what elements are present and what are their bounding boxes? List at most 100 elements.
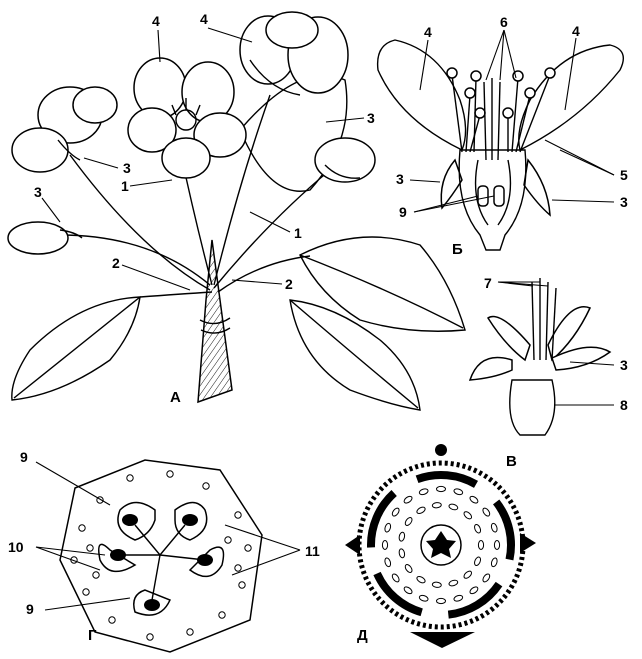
leaf-right-upper — [300, 237, 465, 331]
vascular-bundle-dot — [127, 475, 133, 481]
stamen-oval — [463, 510, 473, 520]
stamen-oval — [432, 502, 441, 508]
stamen-oval — [473, 556, 481, 566]
stamen-oval — [478, 541, 483, 550]
panel-d-floral-diagram: Д — [345, 444, 536, 648]
styles-v — [532, 278, 556, 360]
label-a-3-left-mid: 3 — [123, 160, 131, 176]
label-g-11: 11 — [305, 543, 320, 559]
label-b-4-right: 4 — [572, 23, 580, 39]
stamen-oval — [482, 573, 491, 583]
stamen-oval — [453, 488, 463, 496]
label-v-8: 8 — [620, 397, 628, 413]
stamen-oval — [437, 486, 446, 491]
ovule-left — [478, 186, 488, 206]
flower-top-right — [240, 12, 348, 95]
label-g-9-bottom: 9 — [26, 601, 34, 617]
vascular-bundle-dot — [245, 545, 251, 551]
vascular-bundle-dot — [167, 471, 173, 477]
vascular-bundle-dot — [83, 589, 89, 595]
stamen-oval — [473, 524, 481, 534]
ovary-receptacle — [510, 380, 555, 435]
stamen-oval — [384, 523, 392, 533]
label-b-9: 9 — [399, 204, 407, 220]
stamen-oval — [391, 573, 400, 583]
stamen-oval — [482, 507, 491, 517]
styles-group — [484, 78, 500, 160]
label-g-9-top: 9 — [20, 449, 28, 465]
panel-v-flower-detail: 7 3 8 В — [470, 275, 628, 470]
stamen-oval — [403, 586, 413, 595]
sepal-v-back-left — [488, 317, 530, 360]
flower-top-center — [128, 58, 246, 178]
panel-a-flowering-branch: 4 4 3 3 3 1 1 2 2 А — [8, 11, 465, 410]
stamen-oval — [463, 570, 473, 580]
stamen-oval — [494, 541, 499, 550]
vascular-bundle-dot — [225, 537, 231, 543]
vascular-bundle-dot — [187, 629, 193, 635]
stamen-oval — [404, 563, 413, 573]
stamen-oval — [403, 495, 413, 504]
petal-arc — [496, 502, 511, 560]
panel-b-leader-lines — [410, 30, 614, 212]
vascular-bundle-dot — [87, 545, 93, 551]
stamen-oval — [391, 507, 400, 517]
vascular-bundle-dot — [147, 634, 153, 640]
flower-left — [12, 87, 117, 172]
stamen-oval — [398, 532, 405, 542]
label-a-2-left: 2 — [112, 255, 120, 271]
vascular-bundle-dot — [79, 525, 85, 531]
label-a-2-right: 2 — [285, 276, 293, 292]
vascular-bundle-dot — [235, 565, 241, 571]
vascular-bundle-dot — [235, 512, 241, 518]
stamen-oval — [419, 594, 429, 602]
panel-b-flower-section: 4 6 4 3 5 9 3 Б — [378, 14, 628, 258]
label-b-3-right: 3 — [620, 194, 628, 210]
vascular-bundle-dot — [93, 572, 99, 578]
panel-a-letter: А — [170, 389, 181, 406]
stamen-oval — [416, 575, 426, 584]
panel-v-letter: В — [506, 453, 517, 470]
stamen-oval — [419, 488, 429, 496]
stamen-oval — [437, 598, 446, 603]
stamen-oval — [469, 586, 479, 595]
ovary-outline — [60, 460, 262, 652]
sepal-right — [524, 160, 550, 215]
axis-dot — [435, 444, 447, 456]
stamen-oval — [490, 557, 498, 567]
flower-bud-right — [315, 138, 375, 182]
stamen-oval — [382, 541, 387, 550]
label-b-5: 5 — [620, 167, 628, 183]
leaf-lower-left — [12, 297, 140, 400]
label-a-1-left: 1 — [121, 178, 129, 194]
stamen-oval — [398, 548, 405, 558]
label-a-3-left-low: 3 — [34, 184, 42, 200]
label-a-4-left: 4 — [152, 13, 160, 29]
label-a-3-upper-right: 3 — [367, 110, 375, 126]
stamen-oval — [448, 579, 458, 587]
label-b-3-left: 3 — [396, 171, 404, 187]
bract-bottom — [410, 632, 475, 648]
stamen-oval — [404, 516, 413, 526]
stamen-oval — [384, 557, 392, 567]
stamen-oval — [416, 506, 426, 515]
petal-right — [519, 45, 624, 150]
vascular-bundle-dot — [219, 612, 225, 618]
label-v-3: 3 — [620, 357, 628, 373]
stamen-oval — [432, 582, 441, 588]
sepal-v-left — [470, 358, 512, 381]
panel-g-letter: Г — [88, 627, 97, 644]
panel-b-letter: Б — [452, 241, 463, 258]
stamen-oval — [448, 503, 458, 511]
panel-d-letter: Д — [357, 627, 368, 644]
ovule-right — [494, 186, 504, 206]
panel-g-ovary-cross-section: 9 10 11 9 Г — [8, 449, 320, 652]
label-a-4-right: 4 — [200, 11, 208, 27]
flower-bud-lower-left — [8, 222, 82, 254]
stamen-oval — [469, 495, 479, 504]
vascular-bundle-dot — [109, 617, 115, 623]
vascular-bundle-dot — [203, 483, 209, 489]
stamen-oval — [490, 523, 498, 533]
receptacle-section — [459, 150, 526, 250]
